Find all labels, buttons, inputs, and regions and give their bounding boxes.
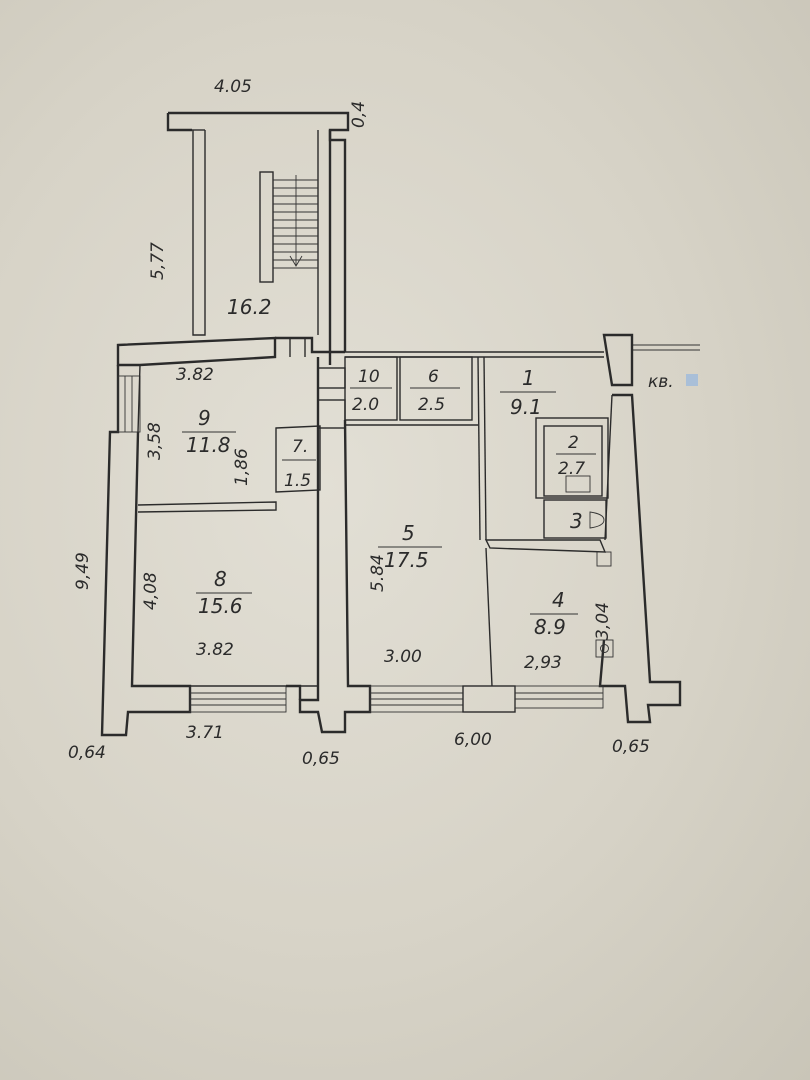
dim-bottom-right: 6,00 — [454, 730, 492, 750]
top-wall-left — [116, 336, 277, 367]
room6-area: 2.5 — [418, 395, 445, 415]
stove-icon — [595, 639, 614, 658]
bath-fixture — [565, 475, 591, 493]
room9-area: 11.8 — [186, 433, 231, 457]
room-labels: 10 2.0 6 2.5 1 9.1 2 2.7 3 9 11.8 7. 1.5… — [182, 366, 596, 639]
pillar-a — [317, 367, 346, 389]
stair-steps — [273, 175, 318, 269]
wall-9-8 — [137, 501, 277, 513]
dimension-labels: 3.82 3,58 1,86 4,08 3.82 5.84 3.00 3,04 … — [68, 365, 650, 769]
room1-area: 9.1 — [510, 395, 542, 419]
outer-walls — [100, 333, 700, 737]
stair-wall-dim: 0,4 — [349, 101, 369, 128]
stair-wall-right — [168, 111, 350, 365]
room8-area: 15.6 — [198, 594, 243, 618]
dim-r8-width: 3.82 — [196, 640, 234, 660]
stair-width-dim: 4.05 — [214, 77, 252, 97]
stair-block: 16.2 4.05 0,4 5,77 — [148, 77, 369, 365]
room7-box — [275, 425, 321, 493]
room2-box — [535, 417, 609, 499]
stair-area: 16.2 — [227, 295, 272, 319]
spine-wall — [298, 357, 372, 734]
left-window-room9 — [117, 375, 141, 433]
room2-area: 2.7 — [558, 459, 585, 479]
dim-r4-height: 3,04 — [593, 602, 613, 640]
apartment-label: кв. — [648, 372, 674, 392]
dim-r5-width: 3.00 — [384, 647, 422, 667]
dim-total-height: 9,49 — [73, 552, 93, 590]
room4-number: 4 — [552, 588, 565, 612]
room6-number: 6 — [428, 367, 439, 387]
dim-r7-height: 1,86 — [232, 448, 252, 486]
dim-wall-right: 0,65 — [612, 737, 650, 757]
wall-1-4 — [484, 539, 607, 553]
stair-height-dim: 5,77 — [148, 242, 168, 280]
pier-5-4 — [462, 685, 516, 713]
room8-number: 8 — [214, 567, 227, 591]
top-wall-mid — [275, 336, 345, 354]
stove-icon-top — [596, 551, 612, 567]
right-outer-wall — [598, 393, 682, 724]
pillar-b — [317, 399, 346, 429]
room10-box — [344, 356, 398, 421]
window-room4 — [514, 685, 604, 709]
room6-box — [399, 356, 473, 421]
room3-number: 3 — [570, 509, 583, 533]
left-outer-wall — [100, 365, 192, 737]
room5-area: 17.5 — [384, 548, 429, 572]
room5-number: 5 — [402, 521, 415, 545]
room7-number: 7. — [292, 437, 308, 457]
dim-r4-width: 2,93 — [524, 653, 562, 673]
room2-inner — [543, 425, 603, 497]
room7-area: 1.5 — [284, 471, 311, 491]
right-column-top — [602, 333, 634, 387]
room10-area: 2.0 — [352, 395, 379, 415]
room10-number: 10 — [358, 367, 380, 387]
stair-left-wall — [192, 130, 206, 336]
dim-r8-height: 4,08 — [141, 572, 161, 610]
room1-number: 1 — [522, 366, 535, 390]
stair-handrail — [259, 171, 274, 283]
dim-r9-height: 3,58 — [145, 422, 165, 460]
room9-number: 9 — [198, 406, 211, 430]
bottom-windows — [138, 684, 604, 713]
dim-bottom-left: 3.71 — [186, 723, 224, 743]
room2-number: 2 — [568, 433, 579, 453]
interior-walls — [137, 356, 614, 734]
room4-area: 8.9 — [534, 615, 566, 639]
dim-r5-height: 5.84 — [368, 554, 388, 592]
apartment-number-redaction — [686, 374, 698, 386]
stair-wall-outer — [328, 130, 347, 352]
dim-wall-mid: 0,65 — [302, 749, 340, 769]
dim-r9-width: 3.82 — [176, 365, 214, 385]
dim-wall-left: 0,64 — [68, 743, 106, 763]
stair-wall-top-left — [166, 113, 192, 132]
toilet-icon — [589, 511, 605, 529]
room3-box — [543, 499, 607, 539]
wall-5-4 — [485, 547, 493, 687]
